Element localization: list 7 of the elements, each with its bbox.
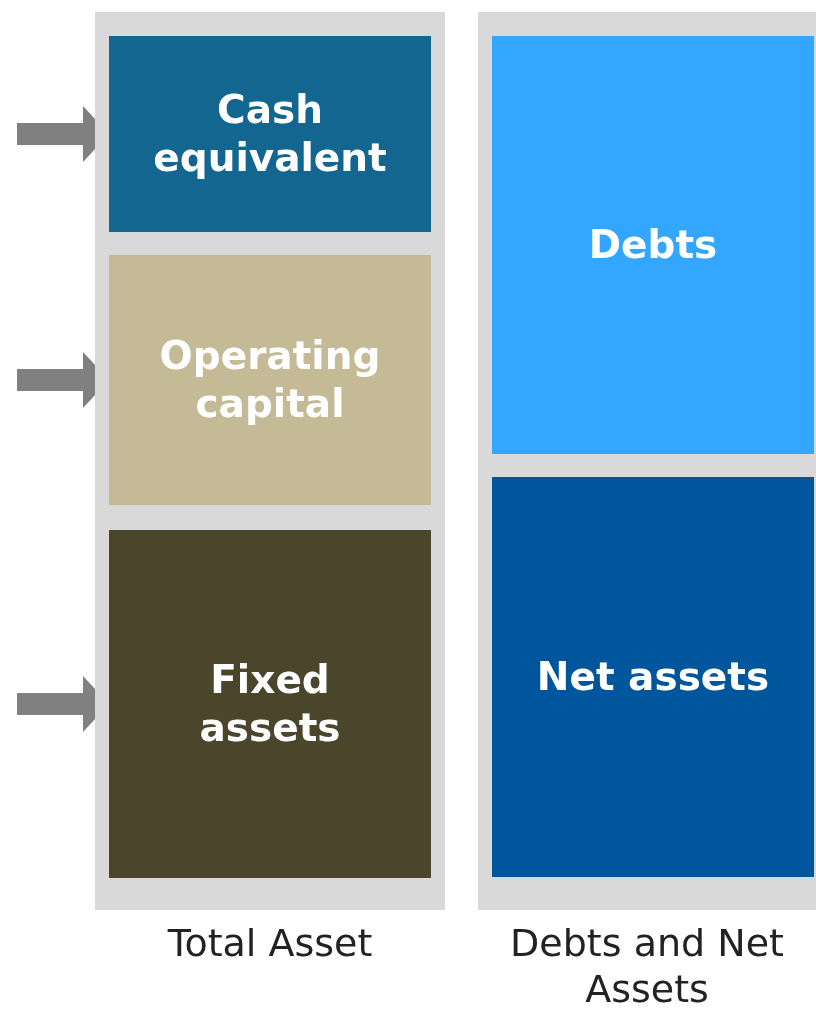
balance-block: Net assets [492,477,814,877]
balance-block: Cash equivalent [109,36,431,232]
column-heading: Debts and Net Assets [509,920,785,1012]
balance-block: Debts [492,36,814,454]
balance-block: Operating capital [109,255,431,505]
balance-block: Fixed assets [109,530,431,878]
column-heading: Total Asset [166,920,374,966]
